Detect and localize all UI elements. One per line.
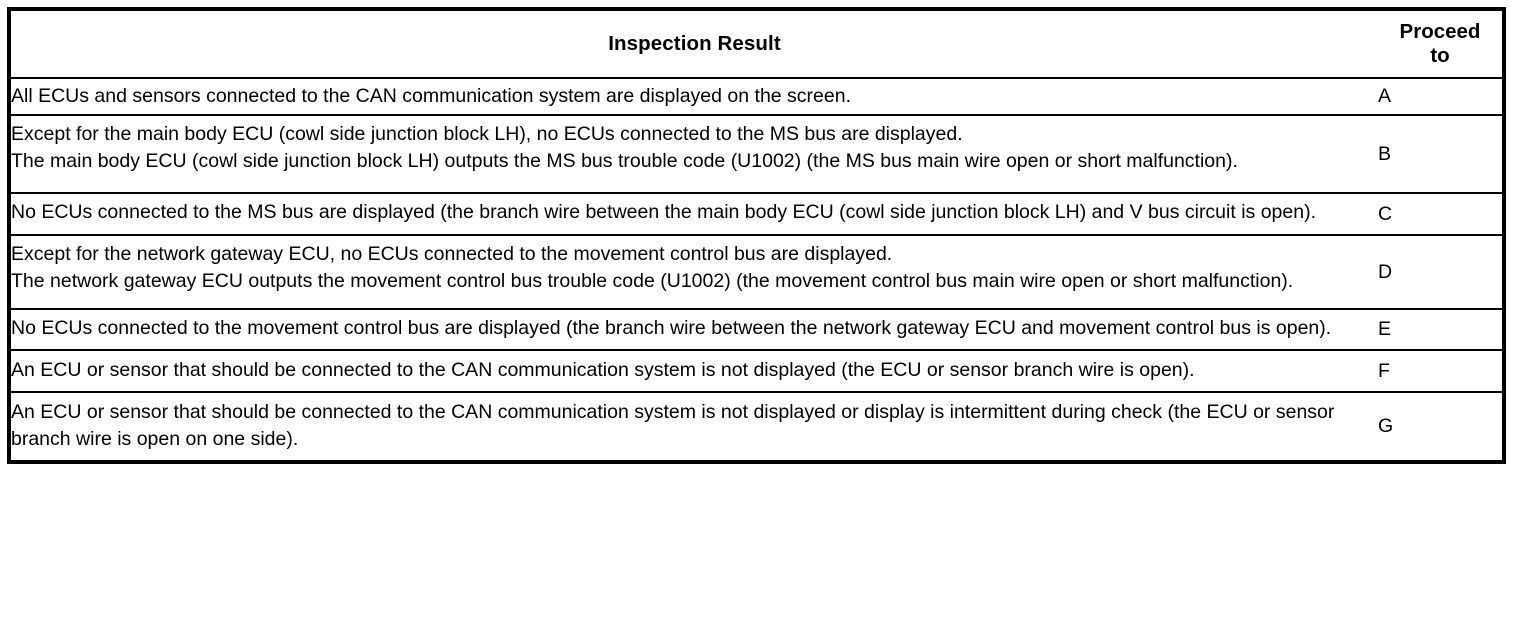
inspection-result-cell: All ECUs and sensors connected to the CA… [11,77,1378,115]
column-header-proceed-to: Proceed to [1378,11,1502,78]
table-row: Except for the network gateway ECU, no E… [11,234,1502,309]
inspection-result-cell: Except for the network gateway ECU, no E… [11,234,1378,309]
inspection-result-cell: An ECU or sensor that should be connecte… [11,349,1378,392]
table-row: Except for the main body ECU (cowl side … [11,114,1502,193]
table-header-row: Inspection Result Proceed to [11,11,1502,78]
proceed-to-cell: G [1378,391,1502,460]
table-row: All ECUs and sensors connected to the CA… [11,77,1502,115]
inspection-result-table: Inspection Result Proceed to All ECUs an… [7,7,1506,464]
inspection-result-cell: No ECUs connected to the MS bus are disp… [11,192,1378,235]
table-body: All ECUs and sensors connected to the CA… [11,77,1502,460]
table: Inspection Result Proceed to All ECUs an… [11,11,1502,460]
proceed-to-cell: F [1378,349,1502,392]
inspection-result-cell: No ECUs connected to the movement contro… [11,308,1378,350]
table-header: Inspection Result Proceed to [11,11,1502,78]
proceed-to-cell: B [1378,114,1502,193]
proceed-to-cell: A [1378,77,1502,115]
proceed-to-cell: C [1378,192,1502,235]
table-row: An ECU or sensor that should be connecte… [11,391,1502,460]
inspection-result-cell: An ECU or sensor that should be connecte… [11,391,1378,460]
table-row: An ECU or sensor that should be connecte… [11,349,1502,392]
table-row: No ECUs connected to the MS bus are disp… [11,192,1502,235]
table-row: No ECUs connected to the movement contro… [11,308,1502,350]
column-header-inspection-result: Inspection Result [11,11,1378,78]
proceed-to-cell: D [1378,234,1502,309]
inspection-result-cell: Except for the main body ECU (cowl side … [11,114,1378,193]
proceed-to-cell: E [1378,308,1502,350]
